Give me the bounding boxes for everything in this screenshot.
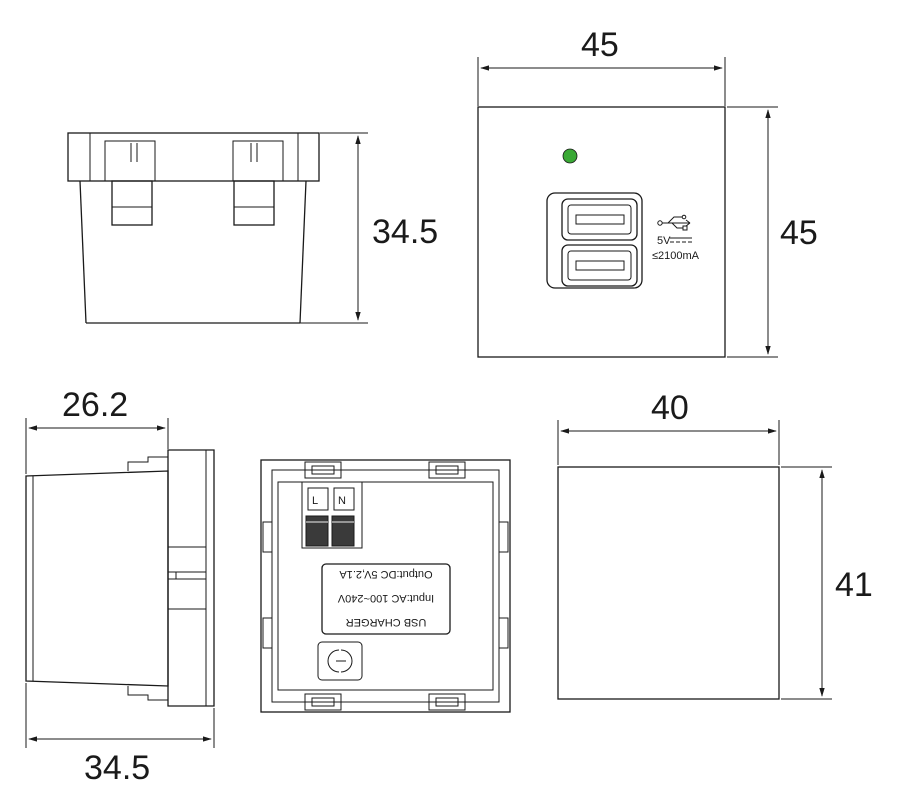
terminal-screw-n [331,515,355,547]
voltage-label: 5V [657,235,671,247]
dim-block-width: 40 [651,389,689,427]
front-view: 5V ≤2100mA 45 45 [477,26,818,358]
label-line-usb-charger: USB CHARGER [346,616,427,628]
dim-front-width: 45 [581,26,619,64]
terminal-screw-l [305,515,329,547]
top-view: 34.5 [67,132,438,324]
terminal-n-label: N [338,495,346,507]
dim-block-height: 41 [835,566,873,604]
dim-side-depth-top: 26.2 [62,386,128,424]
terminal-l-label: L [312,495,318,507]
dim-side-depth-bottom: 34.5 [84,749,150,787]
rear-product-label: USB CHARGER Input:AC 100~240V Output:DC … [337,568,434,628]
label-line-input: Input:AC 100~240V [337,592,434,604]
current-label: ≤2100mA [652,250,700,262]
ce-mark-icon [317,641,363,681]
dim-front-height: 45 [780,214,818,252]
side-view: 26.2 34.5 [25,386,215,787]
label-line-output: Output:DC 5V,2.1A [339,568,433,580]
usb-symbol-icon [657,214,691,231]
dim-top-view-height: 34.5 [372,213,438,251]
block-view: 40 41 [557,389,873,700]
rear-view: L N USB CHARGER Input:AC 100~240V Output… [260,459,511,713]
led-indicator-icon [562,148,578,164]
